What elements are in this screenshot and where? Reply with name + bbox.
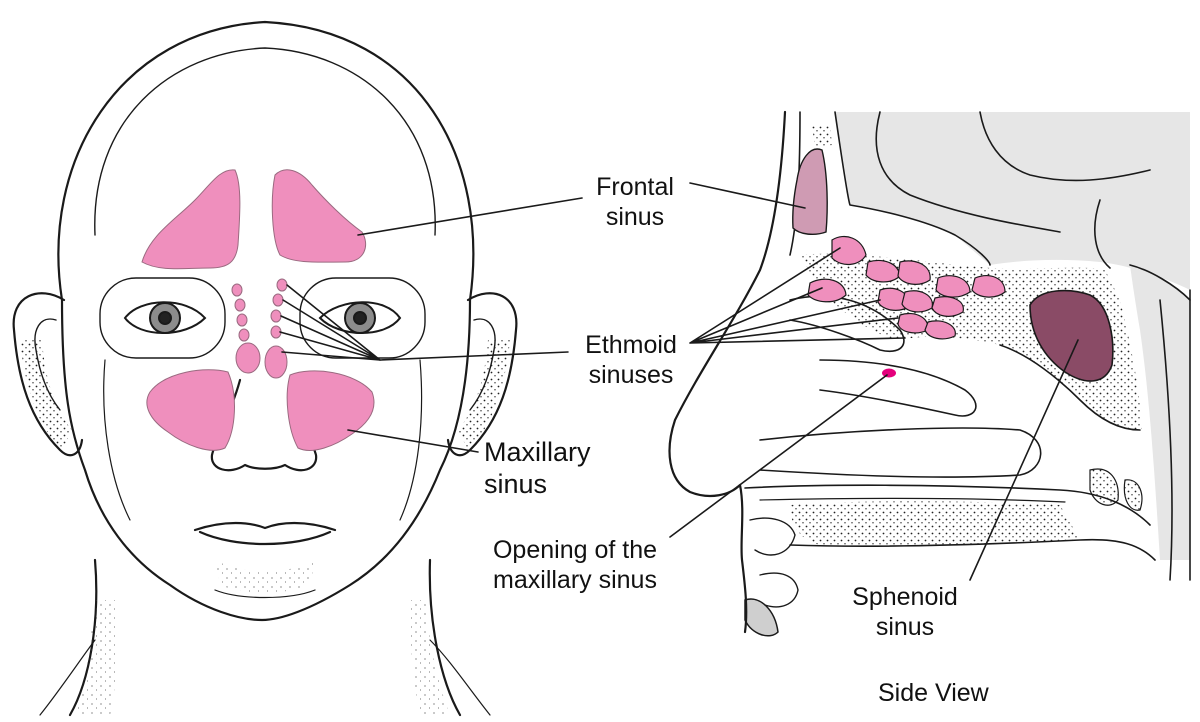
frontal-leader-side bbox=[689, 182, 806, 209]
ethmoid-cell bbox=[276, 278, 288, 292]
hard-palate bbox=[744, 484, 1151, 526]
maxillary-sinus-right bbox=[286, 370, 375, 451]
maxillary-sinus-left bbox=[146, 369, 235, 451]
ethmoid-cells-side bbox=[807, 235, 1006, 340]
frontal-leader-front bbox=[357, 197, 583, 236]
ethmoid-leader-front bbox=[379, 351, 569, 361]
sphenoid-leader bbox=[969, 339, 1079, 581]
cranial-cavity bbox=[835, 112, 1190, 290]
ethmoid-cell bbox=[236, 313, 248, 327]
ethmoid-cell bbox=[272, 293, 284, 307]
mouth bbox=[193, 521, 337, 546]
left-eye-socket bbox=[99, 277, 226, 359]
face-profile bbox=[668, 110, 787, 634]
frontal-sinus-left bbox=[141, 169, 241, 270]
head-outline bbox=[57, 20, 475, 622]
maxillary-leader bbox=[347, 429, 479, 453]
frontal-sinus-right bbox=[271, 169, 367, 263]
front-view-head bbox=[12, 20, 518, 717]
ethmoid-cell bbox=[270, 309, 282, 323]
left-ear bbox=[12, 292, 84, 457]
maxillary-opening bbox=[882, 368, 896, 378]
nasal-turbinate-middle bbox=[819, 359, 977, 417]
ethmoid-cell bbox=[264, 345, 288, 379]
nasal-turbinate-lower bbox=[759, 427, 1042, 478]
sphenoid-sinus bbox=[1029, 289, 1114, 382]
frontal-sinus-side bbox=[792, 148, 828, 236]
side-view bbox=[668, 110, 1191, 637]
face-stipple bbox=[20, 340, 510, 715]
leader-lines bbox=[279, 182, 1079, 581]
right-ear bbox=[446, 292, 518, 457]
opening-leader bbox=[669, 374, 888, 538]
ethmoid-cell bbox=[231, 283, 243, 297]
eyes bbox=[123, 301, 402, 334]
ethmoid-leader-side bbox=[689, 247, 906, 344]
ethmoid-cell bbox=[238, 328, 250, 342]
ethmoid-cell bbox=[235, 342, 261, 374]
label-side-view: Side View bbox=[878, 679, 989, 707]
ethmoid-cell bbox=[234, 298, 246, 312]
